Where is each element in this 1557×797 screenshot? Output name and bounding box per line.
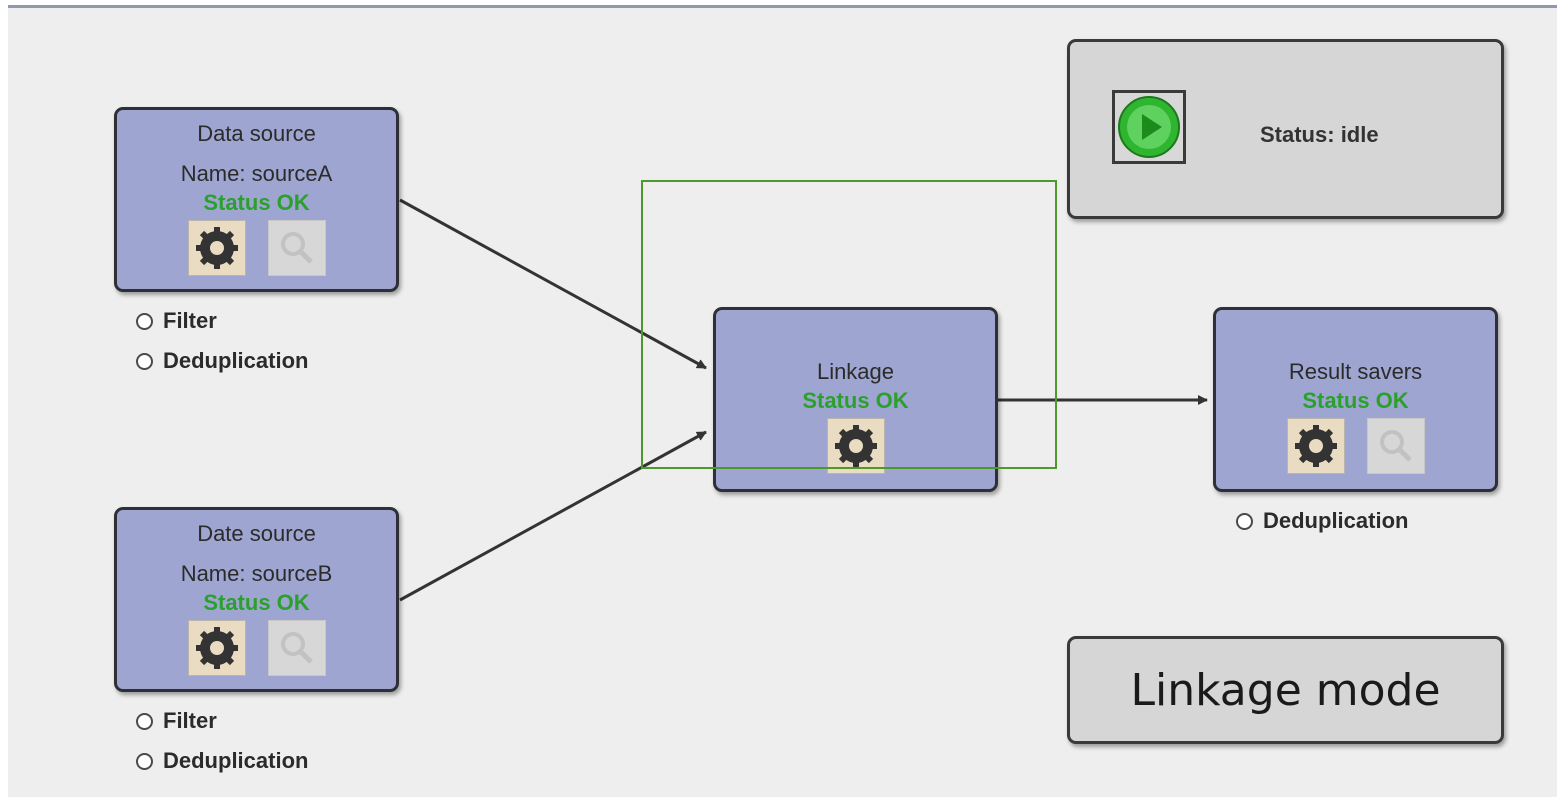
linkage-mode-button[interactable]: Linkage mode — [1067, 636, 1504, 744]
node-result-savers[interactable]: Result savers Status OK — [1213, 307, 1498, 492]
node-linkage[interactable]: Linkage Status OK — [713, 307, 998, 492]
node-name: Name: sourceA — [180, 161, 333, 186]
play-icon — [1118, 96, 1180, 158]
magnifier-icon[interactable] — [1366, 418, 1425, 474]
node-sourceB[interactable]: Date source Name: sourceB Status OK — [114, 507, 399, 692]
radio-icon — [136, 352, 153, 370]
filter-option-sourceA[interactable]: Filter — [136, 308, 217, 334]
radio-icon — [136, 712, 153, 730]
status-label: Status: — [1260, 122, 1335, 147]
option-label: Deduplication — [163, 348, 309, 373]
option-label: Deduplication — [1263, 508, 1409, 533]
radio-icon — [136, 312, 153, 330]
magnifier-icon[interactable] — [267, 620, 326, 676]
dedup-option-sourceB[interactable]: Deduplication — [136, 748, 308, 774]
gear-icon[interactable] — [826, 418, 885, 474]
node-title: Linkage — [816, 359, 895, 384]
node-title: Result savers — [1288, 359, 1423, 384]
mode-button-label: Linkage mode — [1130, 664, 1441, 716]
status-text: Status: idle — [1260, 122, 1379, 148]
gear-icon[interactable] — [1286, 418, 1345, 474]
radio-icon — [1236, 512, 1253, 530]
node-title: Data source — [197, 121, 316, 146]
node-status: Status OK — [802, 388, 909, 413]
dedup-option-sourceA[interactable]: Deduplication — [136, 348, 308, 374]
node-status: Status OK — [203, 190, 310, 215]
gear-icon[interactable] — [187, 220, 246, 276]
run-button[interactable] — [1112, 90, 1186, 164]
status-value: idle — [1340, 122, 1379, 147]
gear-icon[interactable] — [187, 620, 246, 676]
option-label: Filter — [163, 708, 217, 733]
dedup-option-savers[interactable]: Deduplication — [1236, 508, 1408, 534]
node-title: Date source — [197, 521, 316, 546]
filter-option-sourceB[interactable]: Filter — [136, 708, 217, 734]
option-label: Deduplication — [163, 748, 309, 773]
node-sourceA[interactable]: Data source Name: sourceA Status OK — [114, 107, 399, 292]
status-panel: Status: idle — [1067, 39, 1504, 219]
radio-icon — [136, 752, 153, 770]
node-status: Status OK — [203, 590, 310, 615]
magnifier-icon[interactable] — [267, 220, 326, 276]
option-label: Filter — [163, 308, 217, 333]
node-name: Name: sourceB — [180, 561, 333, 586]
node-status: Status OK — [1302, 388, 1409, 413]
